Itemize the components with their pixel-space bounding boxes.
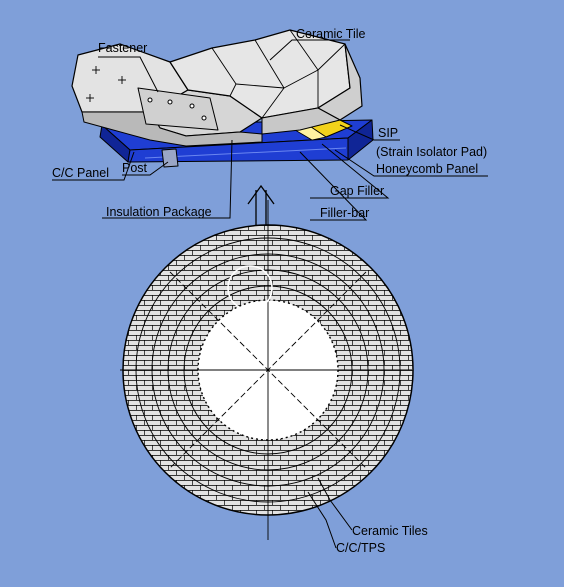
circular-tile-layout [120,200,414,540]
label-post: Post [122,161,148,175]
label-filler-bar: Filler-bar [320,206,369,220]
label-insulation-package: Insulation Package [106,205,212,219]
label-cc-tps: C/C/TPS [336,541,385,555]
panel-assembly [71,29,374,168]
label-ceramic-tiles: Ceramic Tiles [352,524,428,538]
label-ceramic-tile: Ceramic Tile [296,27,366,41]
label-fastener: Fastener [98,41,147,55]
label-sip: SIP [378,126,398,140]
leader-lines-bottom [307,477,353,549]
leader-lines-top [52,39,488,221]
label-honeycomb-panel: Honeycomb Panel [376,162,478,176]
label-gap-filler: Gap Filler [330,184,384,198]
label-sip-full: (Strain Isolator Pad) [376,145,487,159]
post [161,148,179,168]
label-cc-panel: C/C Panel [52,166,109,180]
